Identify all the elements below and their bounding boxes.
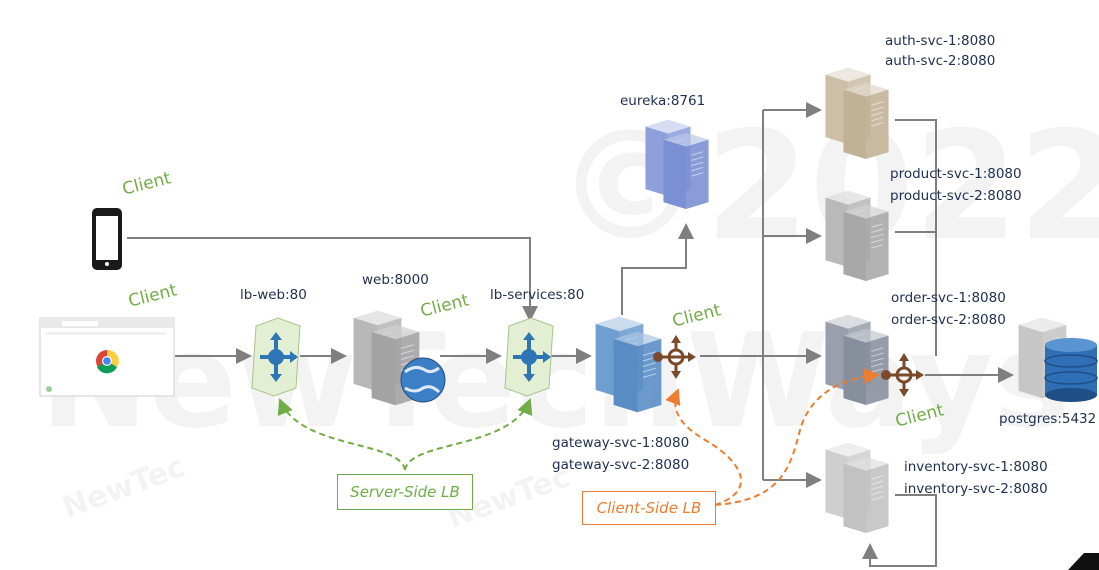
eureka-server-icon [644,119,710,210]
label-auth-1: auth-svc-1:8080 [885,33,996,49]
label-inventory-1: inventory-svc-1:8080 [904,459,1048,475]
auth-server-icon [824,67,890,160]
label-order-1: order-svc-1:8080 [891,290,1006,306]
label-order-2: order-svc-2:8080 [891,312,1006,328]
label-eureka: eureka:8761 [620,93,706,109]
order-client-lb-icon [881,353,924,397]
client-side-lb-box: Client-Side LB [582,491,716,525]
line-inventory-loop [862,494,937,567]
order-server-icon [824,314,890,406]
web-server-icon [353,309,446,406]
label-lb-web: lb-web:80 [240,287,307,303]
client-lb-curve-right [714,368,880,506]
mobile-phone-icon [92,208,122,270]
line-phone-lbservices [127,237,538,322]
lb-web-icon [251,317,301,397]
label-gateway-2: gateway-svc-2:8080 [552,457,690,473]
product-server-icon [824,190,890,282]
gateway-client-lb-icon [653,335,696,379]
label-web: web:8000 [362,272,429,288]
postgres-server-icon [1018,316,1098,402]
corner-logo-mark [1068,553,1099,570]
server-lb-curve-left [277,398,406,471]
gateway-server-icon [595,315,662,413]
label-inventory-2: inventory-svc-2:8080 [904,481,1048,497]
label-product-2: product-svc-2:8080 [890,188,1022,204]
browser-window-icon [39,317,175,397]
inventory-server-icon [824,442,890,534]
server-side-lb-box: Server-Side LB [337,474,473,510]
server-lb-curve-right [404,398,533,471]
label-gateway-1: gateway-svc-1:8080 [552,435,690,451]
line-gateway-eureka [621,223,694,315]
label-auth-2: auth-svc-2:8080 [885,53,996,69]
lb-services-icon [504,317,554,397]
line-auth-db [895,119,937,356]
label-postgres: postgres:5432 [999,411,1097,427]
label-product-1: product-svc-1:8080 [890,166,1022,182]
label-lb-services: lb-services:80 [490,287,585,303]
